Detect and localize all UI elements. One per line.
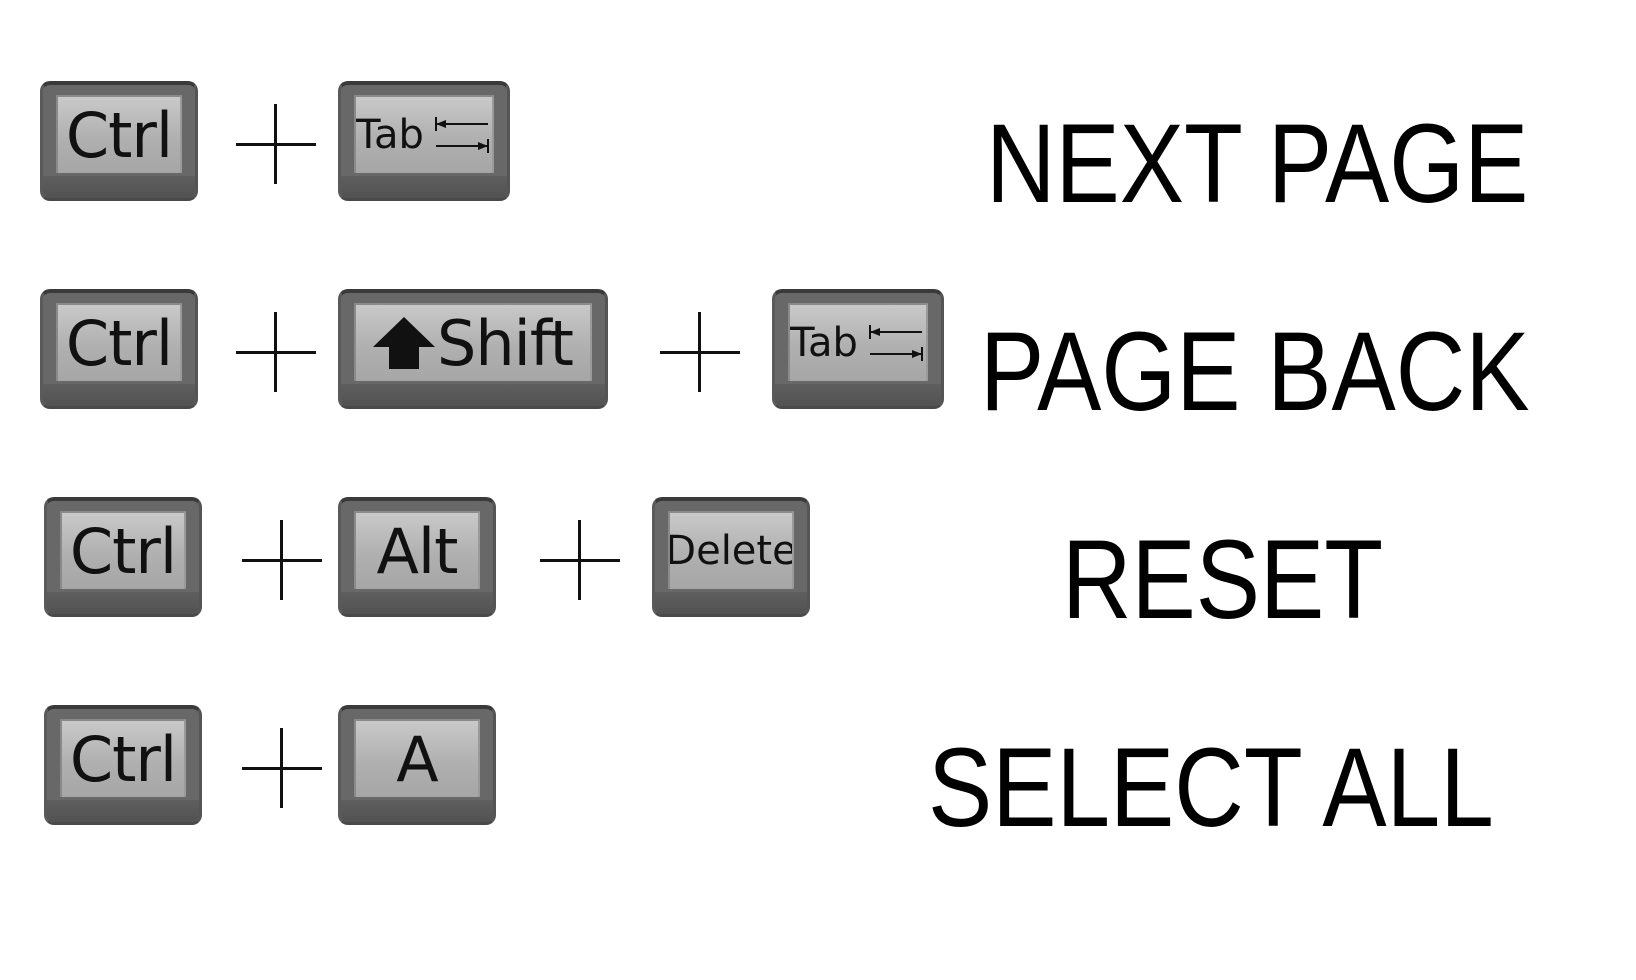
delete-key-label: Delete [668,528,794,574]
shift-arrow-icon [373,317,436,369]
alt-key: Alt [338,497,496,617]
ctrl-key-label: Ctrl [65,306,173,380]
ctrl-key-label: Ctrl [69,722,177,796]
plus-icon [236,104,316,184]
plus-icon [242,728,322,808]
shift-key: Shift [338,289,608,409]
ctrl-key-label: Ctrl [65,98,173,172]
a-key-label: A [396,722,438,796]
shortcut-action-label: NEXT PAGE [986,101,1529,226]
shortcut-action-label: PAGE BACK [980,309,1530,434]
ctrl-key: Ctrl [40,289,198,409]
shortcut-row-page-back: Ctrl Shift Tab [0,286,1636,428]
alt-key-label: Alt [376,514,459,588]
shortcut-row-next-page: Ctrl Tab NEXT PAGE [0,78,1636,220]
plus-icon [540,520,620,600]
plus-icon [660,312,740,392]
shift-key-label: Shift [437,306,574,380]
ctrl-key: Ctrl [40,81,198,201]
tab-arrows-icon [434,117,489,153]
shortcut-action-label: RESET [1062,517,1384,642]
tab-key-label: Tab [790,320,858,366]
plus-icon [242,520,322,600]
a-key: A [338,705,496,825]
tab-arrows-icon [868,325,923,361]
shortcut-action-label: SELECT ALL [928,725,1494,850]
tab-key: Tab [772,289,944,409]
ctrl-key: Ctrl [44,705,202,825]
ctrl-key-label: Ctrl [69,514,177,588]
shortcut-row-select-all: Ctrl A SELECT ALL [0,702,1636,844]
plus-icon [236,312,316,392]
delete-key: Delete [652,497,810,617]
ctrl-key: Ctrl [44,497,202,617]
tab-key: Tab [338,81,510,201]
tab-key-label: Tab [356,112,424,158]
shortcut-row-reset: Ctrl Alt Delete RESET [0,494,1636,636]
